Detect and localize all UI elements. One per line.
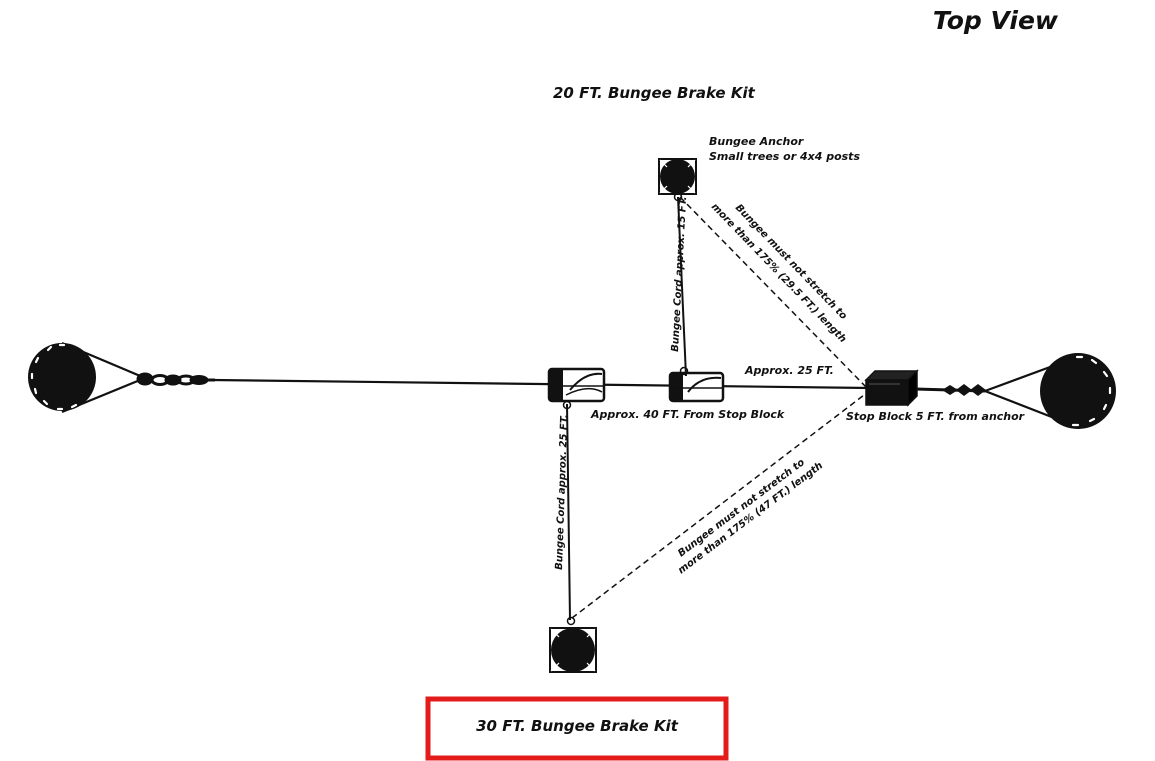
highlight-box-30ft [425,696,729,761]
bungee-anchor-top [658,158,697,195]
bungee-cord-15ft [677,196,687,377]
left-chain [136,372,215,386]
clamp-block-left [547,367,606,403]
kit-30-title: 30 FT. Bungee Brake Kit [476,717,679,735]
right-chain [914,384,986,396]
stop-block [864,369,919,407]
approx-40-label: Approx. 40 FT. From Stop Block [590,408,785,421]
main-line [211,378,871,390]
stretch-30-line2: more than 175% (47 FT.) length [676,460,825,576]
bungee-anchor-bottom [549,627,597,673]
left-pulley [28,341,148,414]
cord-25-label: Bungee Cord approx. 25 FT. [554,414,570,570]
stop-block-label: Stop Block 5 FT. from anchor [846,410,1025,423]
anchor-label-line2: Small trees or 4x4 posts [709,150,860,163]
right-pulley [981,353,1116,430]
stretch-20-line1: Bungee must not stretch to [733,202,849,322]
anchor-label-line1: Bungee Anchor [709,135,804,148]
stretch-20-line2: more than 175% (29.5 FT.) length [709,201,848,345]
approx-25-label: Approx. 25 FT. [744,364,834,377]
view-title: Top View [933,6,1059,35]
bungee-cord-25ft [566,403,571,621]
clamp-block-right [668,371,725,403]
stretch-line-20ft [679,196,867,388]
stretch-line-30ft [571,391,869,619]
kit-20-title: 20 FT. Bungee Brake Kit [553,84,756,102]
cord-15-label: Bungee Cord approx. 15 FT. [670,196,689,352]
stretch-30-line1: Bungee must not stretch to [676,457,807,559]
